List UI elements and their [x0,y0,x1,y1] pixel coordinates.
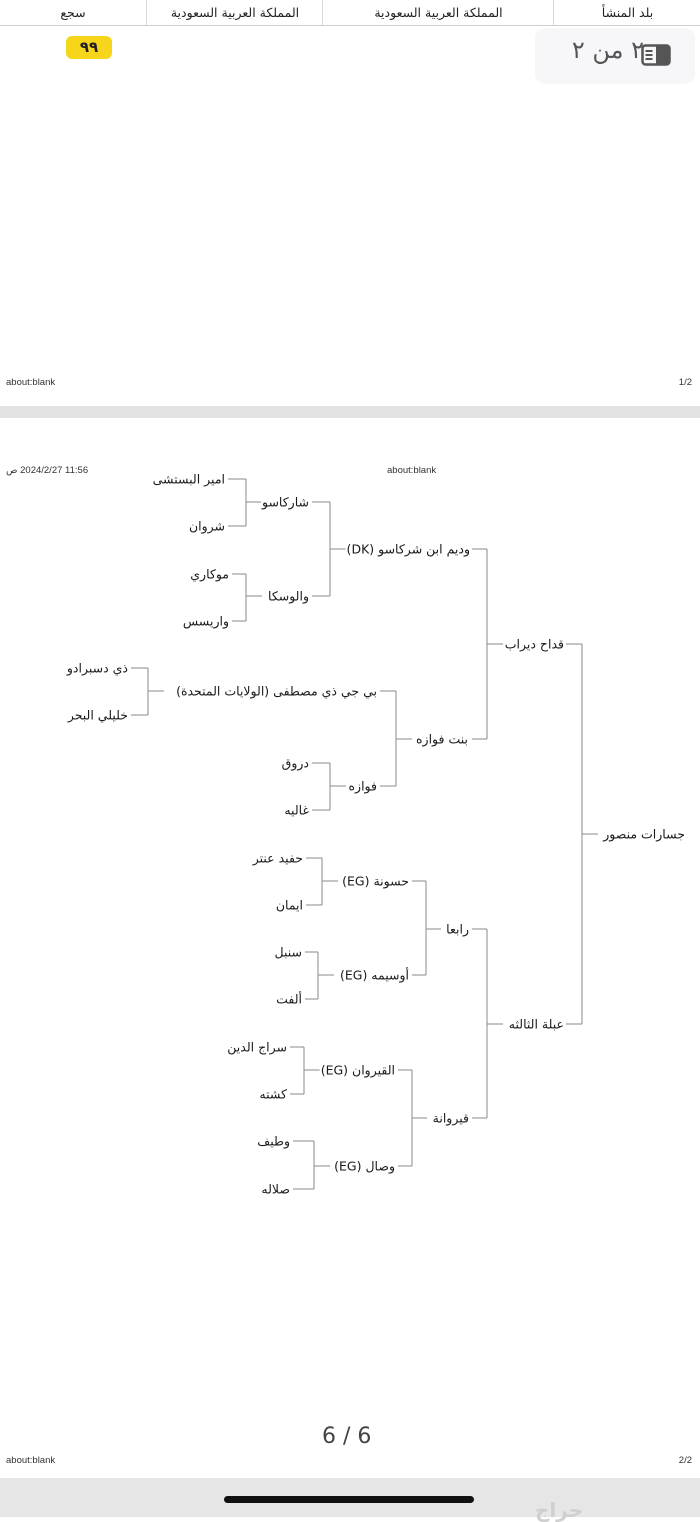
pedigree-gen4-15: وطيف [256,1133,291,1149]
pedigree-gen3-3: بي جي ذي مصطفى (الولايات المتحدة) [175,683,378,699]
pedigree-gen2-3: رابعا [445,921,470,937]
pedigree-gen4-7: دروق [280,755,310,771]
header-cell-country-1: المملكة العربية السعودية [322,0,554,25]
pedigree-gen4-6: خليلي البحر [66,707,129,723]
pedigree-gen3-1: شاركاسو [260,494,310,510]
count-badge: ٩٩ [66,36,112,59]
pedigree-sire: قداح ديراب [503,636,565,652]
header-cell-country-2: المملكة العربية السعودية [146,0,323,25]
pedigree-gen3-5: حسونة (EG) [341,873,410,889]
pedigree-gen2-4: قيروانة [431,1110,470,1126]
pedigree-dam: عبلة الثالثه [507,1016,565,1032]
book-view-icon [641,44,671,66]
pedigree-gen4-8: غاليه [283,802,310,818]
pedigree-gen4-5: ذي دسبرادو [65,660,129,676]
pedigree-gen3-8: وصال (EG) [333,1158,396,1174]
pedigree-gen4-13: سراج الدين [226,1039,288,1055]
pedigree-gen4-1: امير البستشى [151,471,226,487]
page2-number: 2/2 [678,1455,692,1466]
pedigree-gen4-12: ألفت [275,991,303,1007]
pedigree-gen4-2: شروان [187,518,226,534]
watermark-logo: حراج [535,1498,584,1522]
pedigree-gen3-7: القيروان (EG) [319,1062,396,1078]
pedigree-gen3-6: أوسيمه (EG) [338,967,410,983]
home-indicator[interactable] [224,1496,474,1503]
pedigree-gen4-16: صلاله [260,1181,291,1197]
pedigree-gen4-4: واريسس [181,613,230,629]
pedigree-gen3-4: فوازه [347,778,378,794]
pedigree-root: جسارات منصور [602,826,686,842]
page-indicator-text: ٢ من ٢ [571,36,644,64]
pedigree-gen2-1: وديم ابن شركاسو (DK) [345,541,471,557]
pedigree-gen4-10: ايمان [274,897,304,913]
pedigree-gen3-2: والوسكا [267,588,310,604]
pedigree-gen4-14: كشته [258,1086,288,1102]
page2-url-label: about:blank [6,1455,56,1466]
page-separator [0,406,700,418]
page2-timestamp: 11:56 2024/2/27 ص [6,465,89,476]
page2-url-header: about:blank [387,465,437,476]
pedigree-gen4-3: موكاري [189,566,230,582]
pedigree-gen2-2: بنت فوازه [415,731,469,747]
origin-table-header: بلد المنشأ المملكة العربية السعودية المم… [0,0,700,26]
pedigree-gen4-9: حفيد عنتر [251,850,304,866]
page1-url-label: about:blank [6,377,56,388]
page1-number: 1/2 [678,377,692,388]
pedigree-gen4-11: سنبل [273,944,303,960]
pdf-page-counter: 6 / 6 [322,1424,372,1449]
header-cell-origin: بلد المنشأ [553,0,700,25]
header-cell-registry: سجع [60,5,86,20]
